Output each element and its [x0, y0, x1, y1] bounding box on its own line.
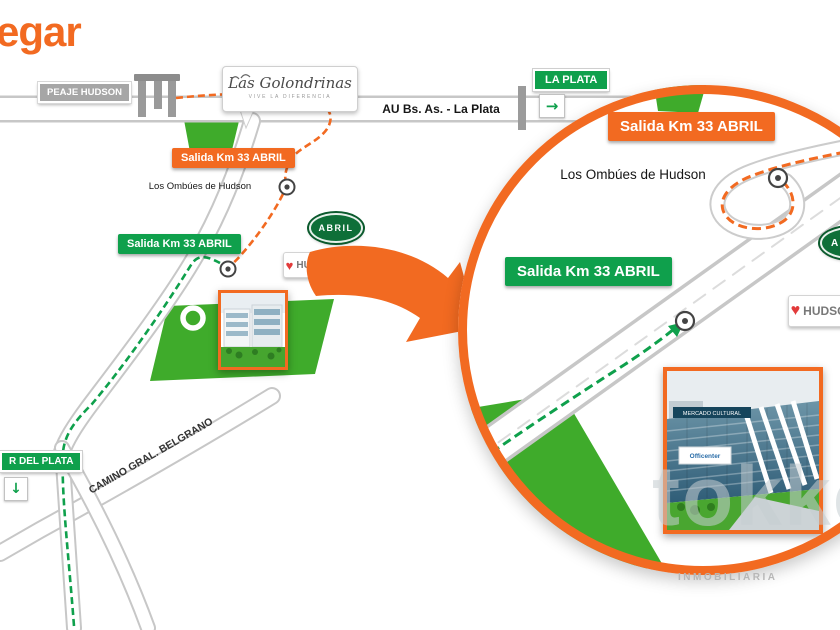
- abril-logo: ABRIL: [309, 213, 363, 243]
- mar-del-plata-sign: R DEL PLATA: [0, 451, 83, 472]
- destination-ring-marker: [180, 305, 206, 331]
- salida-green-label: Salida Km 33 ABRIL: [127, 238, 232, 250]
- photo-band-sign-text: MERCADO CULTURAL: [683, 411, 741, 417]
- right-arrow-icon: →: [545, 97, 559, 115]
- mar-del-plata-label: R DEL PLATA: [9, 456, 74, 467]
- mar-del-plata-direction-arrow: ↓: [4, 477, 28, 501]
- inset-exit-marker-orange: [767, 167, 789, 189]
- inset-destination-ring-marker: [618, 416, 650, 448]
- zoom-inset: Salida Km 33 ABRIL Los Ombúes de Hudson …: [458, 85, 840, 575]
- inset-heart-icon: ♥: [790, 302, 801, 319]
- las-golondrinas-sign: Las Golondrinas VIVE LA DIFERENCIA: [222, 66, 358, 112]
- photo-board-sign-text: Officenter: [690, 453, 721, 460]
- heart-icon: ♥: [285, 257, 294, 273]
- inset-abril-label: ABRIL: [830, 237, 840, 249]
- birds-icon: [230, 74, 251, 81]
- inset-salida-orange-label: Salida Km 33 ABRIL: [620, 118, 763, 135]
- neighborhood-label: Los Ombúes de Hudson: [148, 181, 252, 192]
- abril-label: ABRIL: [318, 223, 354, 233]
- inset-property-photo-graphic: MERCADO CULTURAL Officenter: [666, 371, 820, 530]
- property-photo-small-graphic: [221, 293, 285, 367]
- watermark-logo: tokko: [652, 449, 840, 543]
- inset-route-green: [458, 327, 675, 479]
- las-golondrinas-tagline: VIVE LA DIFERENCIA: [248, 94, 332, 100]
- highway-label: AU Bs. As. - La Plata: [382, 102, 500, 116]
- inset-abril-logo-partial: ABRIL: [820, 227, 840, 259]
- salida-km33-orange-sign: Salida Km 33 ABRIL: [172, 148, 295, 168]
- peaje-hudson-sign: PEAJE HUDSON: [38, 82, 131, 103]
- hudson-park-label-1: HUDSON: [296, 259, 340, 271]
- inset-salida-green-label: Salida Km 33 ABRIL: [517, 263, 660, 280]
- inset-salida-green-sign: Salida Km 33 ABRIL: [505, 257, 672, 286]
- watermark-text: INMOBILIARIA: [678, 572, 778, 583]
- route-green: [61, 255, 221, 627]
- inset-green-patch-top: [654, 85, 706, 113]
- inset-neighborhood-label: Los Ombúes de Hudson: [560, 167, 706, 182]
- hudson-park-label-2: PARK: [342, 259, 371, 271]
- inset-hudson-park-label-1: HUDSON: [803, 304, 840, 318]
- las-golondrinas-name: Las Golondrinas: [228, 74, 352, 92]
- page-title: egar: [0, 8, 82, 55]
- la-plata-direction-arrow: →: [539, 94, 565, 118]
- peaje-hudson-label: PEAJE HUDSON: [47, 87, 122, 98]
- inset-exit-marker-green: [674, 310, 696, 332]
- exit-marker-orange: [278, 178, 296, 196]
- property-photo-thumbnail: [218, 290, 288, 370]
- toll-booth-icon: [134, 74, 180, 117]
- down-arrow-icon: ↓: [10, 481, 22, 497]
- inset-map-graphics: [458, 85, 840, 575]
- inset-salida-orange-sign: Salida Km 33 ABRIL: [608, 112, 775, 141]
- salida-orange-label: Salida Km 33 ABRIL: [181, 152, 286, 164]
- exit-marker-green: [219, 260, 237, 278]
- la-plata-label: LA PLATA: [545, 74, 598, 86]
- inset-route-orange: [720, 151, 840, 231]
- inset-property-photo: MERCADO CULTURAL Officenter: [663, 367, 823, 534]
- salida-km33-green-sign: Salida Km 33 ABRIL: [118, 234, 241, 254]
